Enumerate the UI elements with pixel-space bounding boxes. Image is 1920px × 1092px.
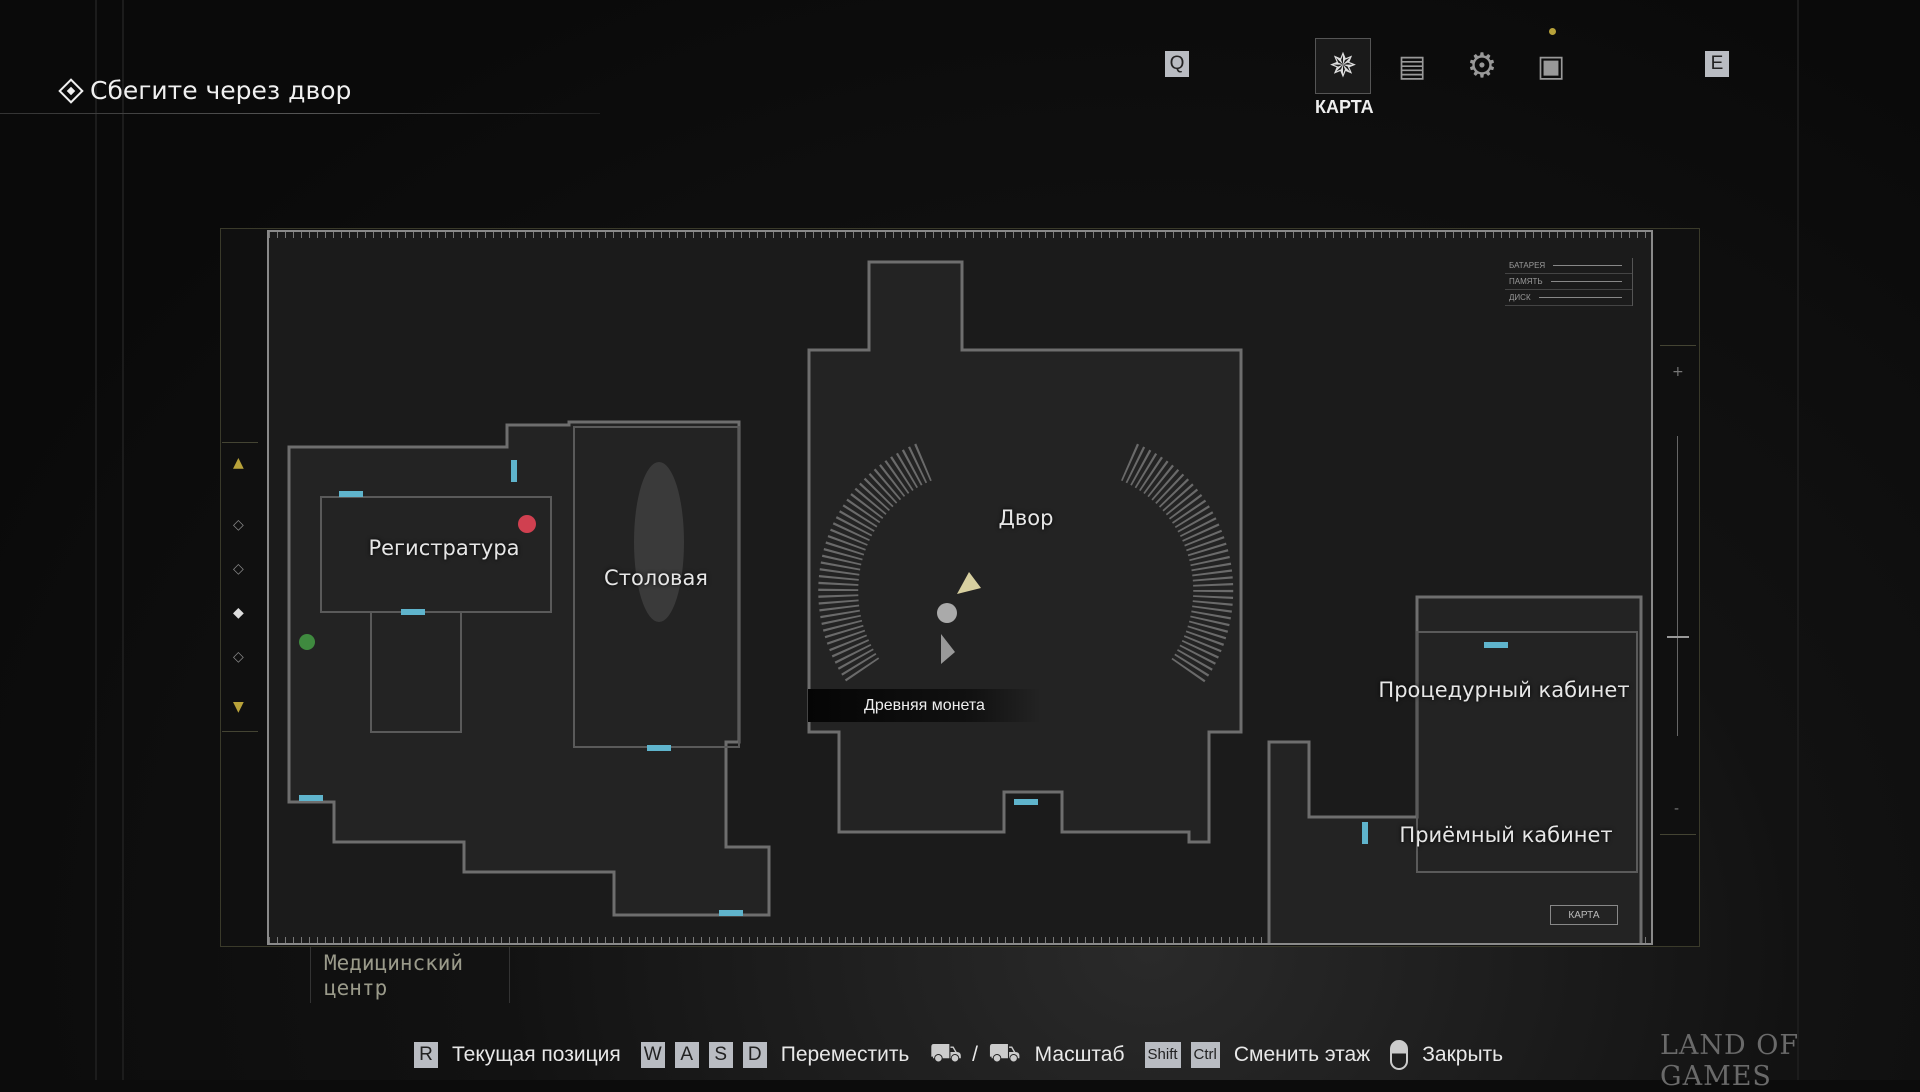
green-herb-icon [299, 634, 315, 650]
hint-close[interactable]: Закрыть [1422, 1042, 1504, 1066]
objective-diamond-icon [58, 77, 84, 104]
objective: Сбегите через двор [58, 76, 352, 105]
player-marker-icon [957, 572, 981, 594]
mouse-wheel-up-icon: ⛟ [929, 1037, 963, 1067]
tab-inventory[interactable]: ▣ [1523, 38, 1579, 94]
zoom-handle[interactable] [1667, 636, 1689, 638]
map-view[interactable]: Регистратура Столовая Двор Процедурный к… [267, 230, 1653, 945]
floor-down-arrow-icon[interactable]: ▼ [233, 699, 244, 715]
stat-battery: БАТАРЕЯ [1505, 258, 1632, 274]
area-name-line2: центр [324, 976, 388, 1000]
key-r: R [414, 1041, 438, 1068]
prev-tab-key[interactable]: Q [1165, 51, 1189, 77]
room-label-consulting: Приёмный кабинет [1399, 823, 1613, 847]
mouse-wheel-down-icon: ⛟ [987, 1037, 1021, 1067]
area-name: Медицинский центр [324, 951, 463, 1001]
cursor-icon [941, 634, 955, 664]
treatment-room [1416, 631, 1638, 873]
floor-diamond-icon[interactable]: ◇ [233, 561, 244, 577]
inventory-box-icon: ▣ [1536, 48, 1566, 84]
tab-map-label: КАРТА [1315, 97, 1374, 117]
floor-up-arrow-icon[interactable]: ▲ [233, 455, 244, 471]
device-stats: БАТАРЕЯ ПАМЯТЬ ДИСК [1505, 258, 1633, 306]
zoom-track[interactable] [1677, 436, 1678, 736]
area-name-box [310, 947, 510, 1003]
key-d: D [742, 1041, 767, 1068]
key-s: S [708, 1041, 733, 1068]
mouse-icon [1390, 1039, 1409, 1070]
watermark: LAND OF GAMES [1660, 1030, 1800, 1092]
room-label-courtyard: Двор [998, 506, 1054, 530]
key-a: A [674, 1041, 699, 1068]
objective-text: Сбегите через двор [90, 76, 352, 105]
tab-settings[interactable]: ⚙ [1454, 38, 1510, 94]
key-shift: Shift [1144, 1041, 1181, 1068]
hint-zoom: Масштаб [1034, 1042, 1125, 1066]
key-w: W [640, 1041, 665, 1068]
divider [1797, 0, 1799, 1080]
dining-table [634, 462, 684, 622]
ancient-coin-icon [937, 603, 957, 623]
objective-underline [0, 113, 600, 114]
tab-files[interactable]: ▤ [1384, 38, 1440, 94]
room-label-reception: Регистратура [368, 536, 520, 560]
hint-slash: / [972, 1042, 978, 1066]
zoom-plus-icon[interactable]: + [1672, 364, 1684, 380]
east-wing [1267, 595, 1643, 943]
floor-diamond-icon[interactable]: ◇ [233, 649, 244, 665]
room-label-treatment: Процедурный кабинет [1378, 678, 1630, 702]
zoom-slider[interactable]: + - [1660, 345, 1696, 835]
ruler-bottom [269, 937, 1651, 943]
gears-icon: ⚙ [1466, 46, 1498, 86]
compass-icon: ✵ [1328, 46, 1358, 86]
zoom-minus-icon[interactable]: - [1674, 801, 1680, 817]
floor-selector: ▲ ◇ ◇ ◆ ◇ ▼ [222, 442, 258, 732]
stat-disk: ДИСК [1505, 290, 1632, 306]
hint-change-floor: Сменить этаж [1233, 1042, 1371, 1066]
ruler-top [269, 232, 1651, 238]
stat-memory: ПАМЯТЬ [1505, 274, 1632, 290]
room-label-dining: Столовая [604, 566, 708, 590]
item-tooltip: Древняя монета [808, 689, 1041, 722]
control-hints: R Текущая позиция W A S D Переместить ⛟ … [414, 1037, 1513, 1072]
key-ctrl: Ctrl [1190, 1041, 1220, 1068]
red-herb-icon [518, 515, 536, 533]
hint-move: Переместить [780, 1042, 910, 1066]
divider [122, 0, 124, 1080]
files-icon: ▤ [1397, 48, 1427, 84]
minimap-label: КАРТА [1550, 905, 1618, 925]
floor-current-diamond-icon[interactable]: ◆ [233, 605, 244, 621]
tab-map[interactable]: ✵ [1315, 38, 1371, 94]
hint-current-position[interactable]: Текущая позиция [452, 1042, 621, 1066]
floor-diamond-icon[interactable]: ◇ [233, 517, 244, 533]
courtyard-building [807, 260, 1243, 844]
next-tab-key[interactable]: E [1705, 51, 1729, 77]
area-name-line1: Медицинский [324, 951, 464, 975]
divider [95, 0, 97, 1080]
notification-dot [1549, 28, 1556, 35]
